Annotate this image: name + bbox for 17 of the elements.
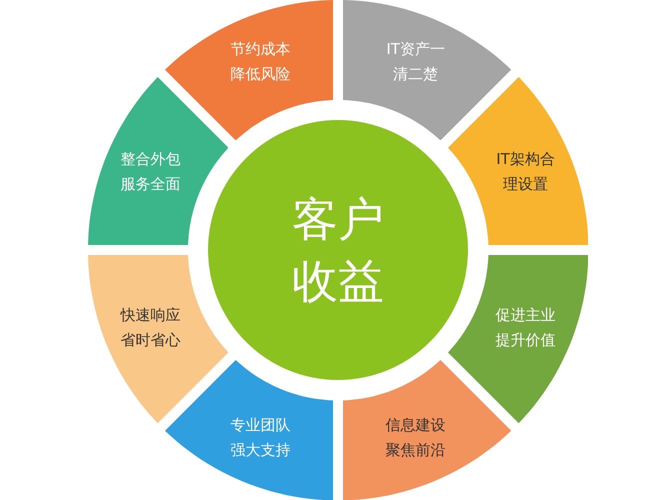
ring-segment xyxy=(342,0,512,140)
segment-label: 信息建设聚焦前沿 xyxy=(384,414,447,461)
ring-segment xyxy=(342,360,512,500)
ring-segment xyxy=(448,76,588,245)
ring-segment xyxy=(88,254,228,424)
segment-label: 专业团队强大支持 xyxy=(229,414,292,461)
ring-segment xyxy=(448,254,588,424)
center-title: 客户收益 xyxy=(291,191,385,310)
segment-label: IT架构合理设置 xyxy=(495,149,556,196)
segment-label: 促进主业提升价值 xyxy=(494,304,557,351)
ring-segment xyxy=(164,360,333,500)
segment-label: IT资产一清二楚 xyxy=(385,39,446,86)
segment-label: 整合外包服务全面 xyxy=(119,149,182,196)
ring-segment xyxy=(88,76,228,245)
segment-label: 快速响应省时省心 xyxy=(119,304,182,351)
ring-segment xyxy=(164,0,333,140)
segment-label: 节约成本降低风险 xyxy=(229,39,292,86)
